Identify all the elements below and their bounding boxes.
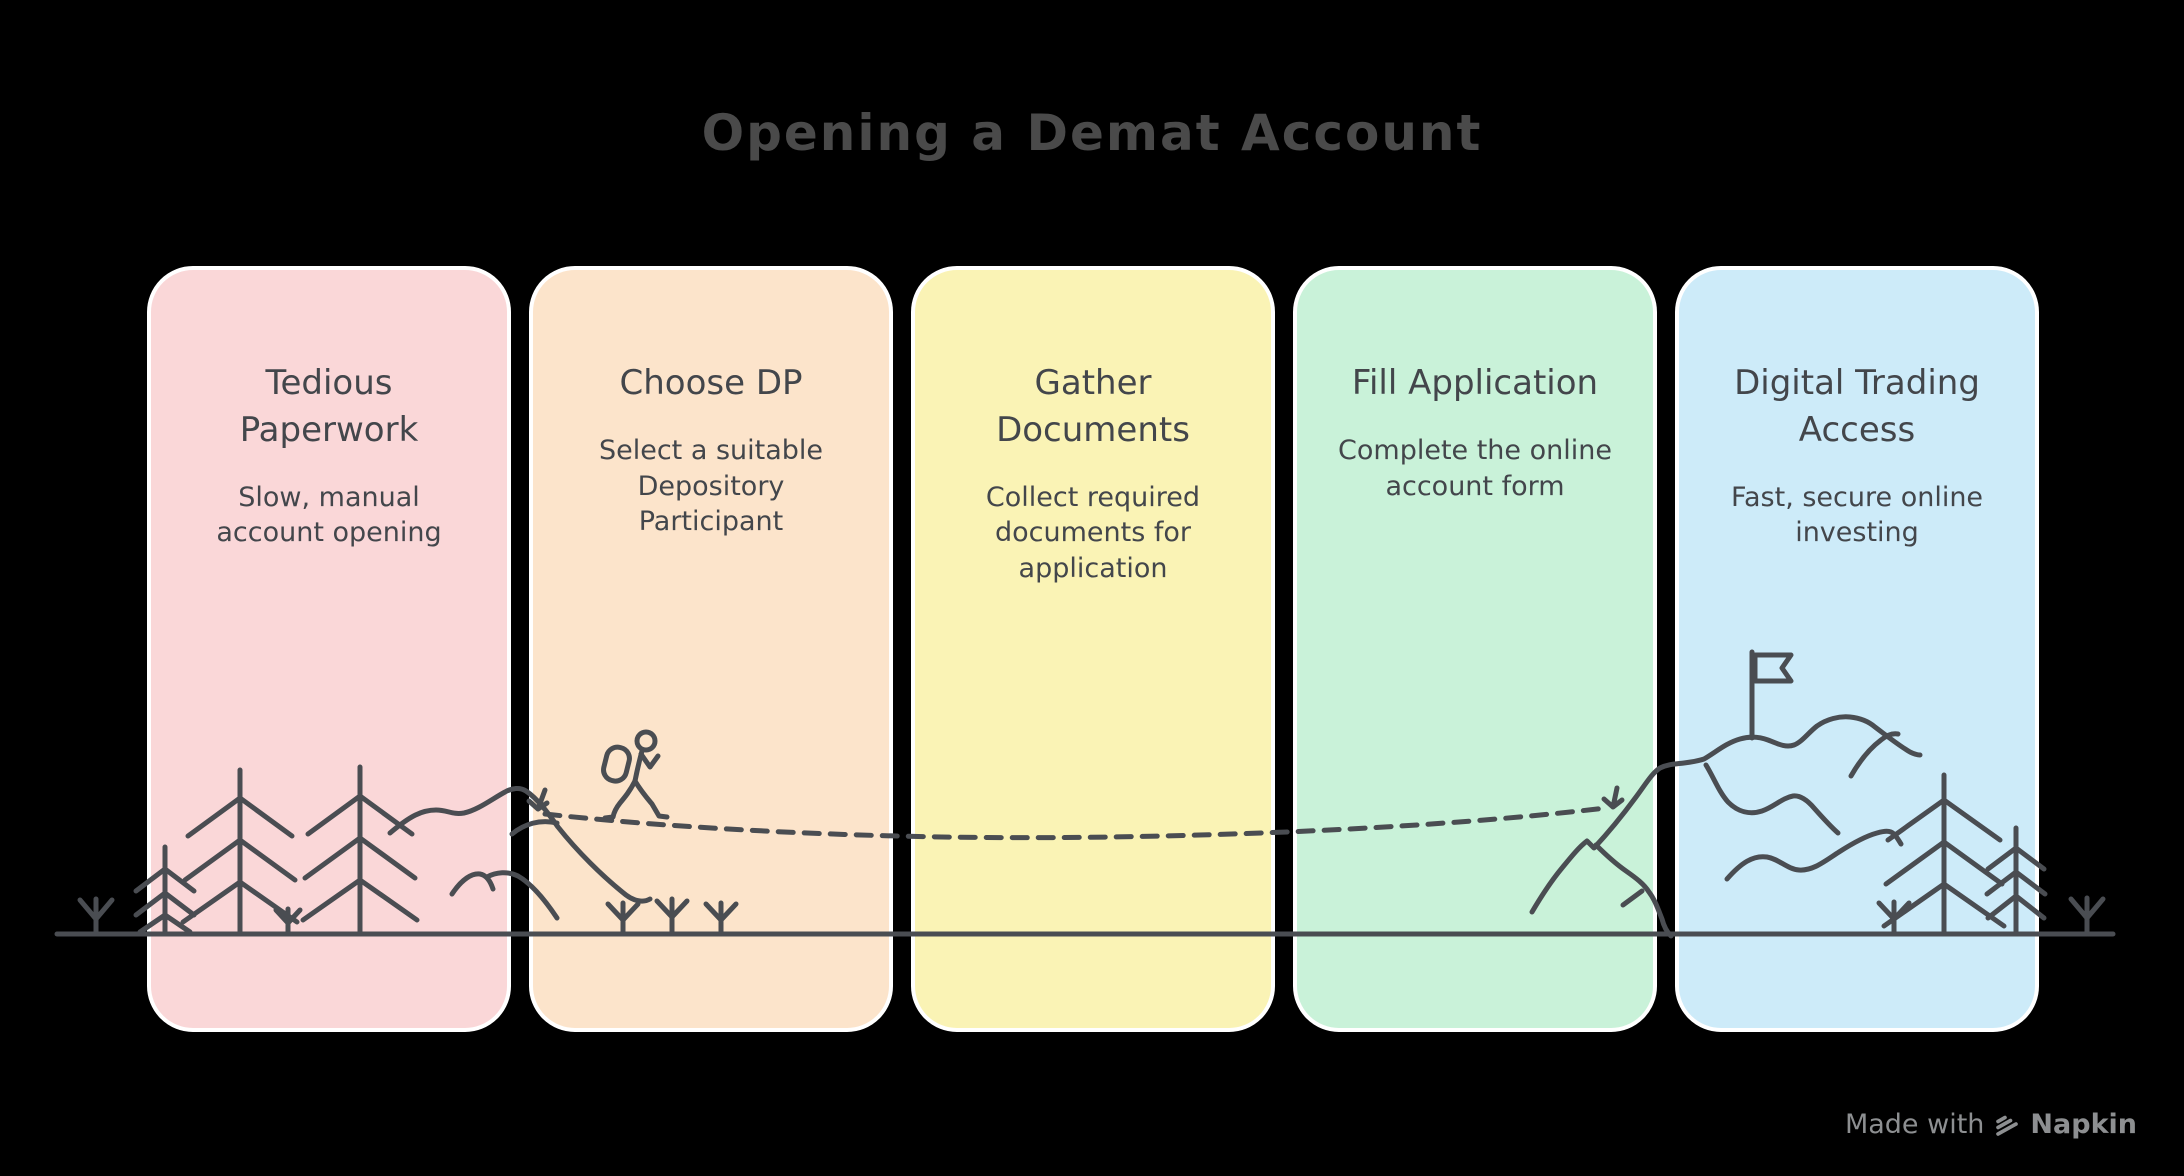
card-fill-application: Fill Application Complete the online acc… [1293, 266, 1657, 1032]
napkin-logo-icon [1996, 1115, 2019, 1136]
card-subtitle: Collect required documents for applicati… [985, 481, 1201, 585]
card-subtitle: Slow, manual account opening [216, 481, 442, 549]
card-digital-trading-access: Digital Trading Access Fast, secure onli… [1675, 266, 2039, 1032]
card-tedious-paperwork: Tedious Paperwork Slow, manual account o… [147, 266, 511, 1032]
card-gather-documents: Gather Documents Collect required docume… [911, 266, 1275, 1032]
card-title: Fill Application [1351, 363, 1599, 403]
brand-label: Napkin [2030, 1109, 2137, 1140]
napkin-credit[interactable]: Made with Napkin [1845, 1109, 2137, 1140]
card-title: Digital Trading Access [1734, 363, 1980, 450]
card-subtitle: Fast, secure online investing [1730, 481, 1984, 549]
card-title: Choose DP [619, 363, 803, 403]
made-with-label: Made with [1844, 1109, 1985, 1140]
card-subtitle: Complete the online account form [1338, 434, 1612, 502]
steps-row: Tedious Paperwork Slow, manual account o… [147, 266, 2039, 1032]
card-title: Gather Documents [996, 363, 1190, 450]
card-subtitle: Select a suitable Depository Participant [598, 434, 824, 538]
card-title: Tedious Paperwork [239, 363, 419, 450]
card-choose-dp: Choose DP Select a suitable Depository P… [529, 266, 893, 1032]
page-title: Opening a Demat Account [701, 104, 1483, 162]
